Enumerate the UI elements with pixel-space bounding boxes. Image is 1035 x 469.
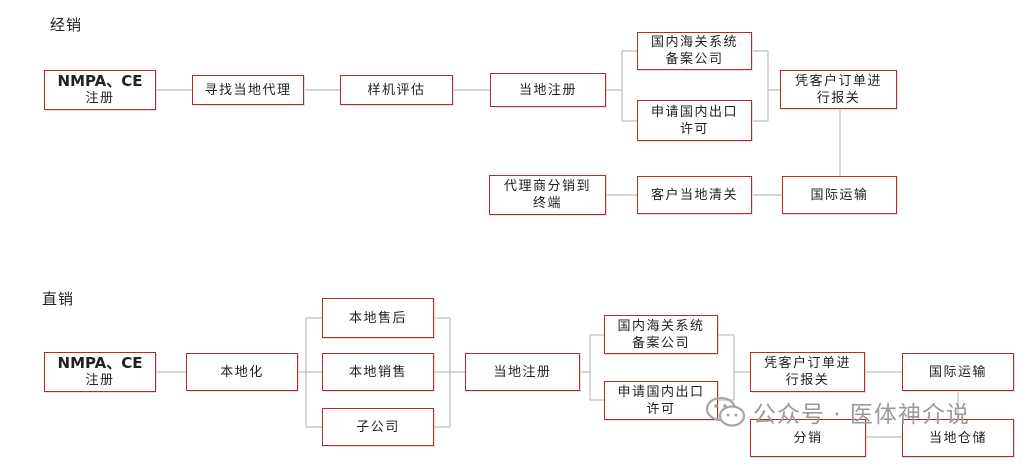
direct-local-reg-box: 当地注册 (465, 353, 580, 391)
direct-nmpa-line2: 注册 (85, 373, 115, 388)
find-agent-box: 寻找当地代理 (192, 75, 304, 105)
direct-intl-transport-label: 国际运输 (928, 364, 987, 380)
local-warehouse-label: 当地仓储 (928, 430, 987, 446)
direct-order-customs-box: 凭客户订单进 行报关 (750, 352, 865, 392)
distributor-local-reg-box: 当地注册 (490, 73, 606, 107)
distributor-nmpa-line2: 注册 (85, 91, 115, 106)
sample-eval-label: 样机评估 (367, 82, 426, 98)
distribution-box: 分销 (750, 419, 866, 457)
distributor-export-line1: 申请国内出口 (650, 104, 738, 120)
local-warehouse-box: 当地仓储 (902, 419, 1014, 457)
distributor-order-line2: 行报关 (816, 90, 861, 106)
distributor-intl-transport-box: 国际运输 (782, 176, 897, 214)
local-clearance-label: 客户当地清关 (650, 187, 738, 203)
direct-customs-box: 国内海关系统 备案公司 (604, 315, 718, 354)
direct-local-reg-label: 当地注册 (493, 364, 552, 380)
subsidiary-label: 子公司 (356, 419, 400, 435)
direct-customs-line2: 备案公司 (631, 335, 690, 351)
distributor-local-reg-label: 当地注册 (518, 82, 577, 98)
distributor-customs-box: 国内海关系统 备案公司 (637, 32, 752, 70)
direct-export-line2: 许可 (646, 401, 676, 417)
direct-customs-line1: 国内海关系统 (617, 318, 705, 334)
direct-order-line1: 凭客户订单进 (763, 356, 851, 371)
localize-label: 本地化 (220, 364, 264, 380)
direct-order-line2: 行报关 (785, 373, 830, 388)
distributor-customs-line2: 备案公司 (665, 52, 724, 67)
agent-line1: 代理商分销到 (503, 179, 591, 194)
section-label-direct: 直销 (42, 290, 75, 308)
distributor-export-line2: 许可 (679, 121, 709, 137)
find-agent-label: 寻找当地代理 (204, 82, 292, 98)
distributor-intl-transport-label: 国际运输 (810, 187, 869, 203)
local-after-sales-box: 本地售后 (322, 298, 434, 338)
localize-box: 本地化 (186, 353, 298, 391)
agent-distribution-box: 代理商分销到 终端 (489, 175, 606, 215)
local-after-sales-label: 本地售后 (348, 310, 407, 326)
watermark-text: 公众号 · 医体神介说 (753, 402, 970, 428)
distributor-order-customs-box: 凭客户订单进 行报关 (780, 70, 897, 109)
local-sales-label: 本地销售 (348, 364, 407, 380)
direct-nmpa-line1: NMPA、CE (57, 354, 143, 372)
agent-line2: 终端 (532, 196, 562, 211)
distributor-nmpa-line1: NMPA、CE (57, 72, 143, 90)
local-sales-box: 本地销售 (322, 353, 434, 391)
distributor-nmpa-ce-box: NMPA、CE 注册 (44, 70, 156, 110)
direct-export-line1: 申请国内出口 (617, 384, 705, 400)
distributor-order-line1: 凭客户订单进 (794, 73, 882, 89)
distribution-label: 分销 (793, 430, 823, 446)
sample-eval-box: 样机评估 (340, 75, 453, 105)
subsidiary-box: 子公司 (322, 408, 434, 446)
wechat-icon (705, 396, 746, 427)
distributor-export-box: 申请国内出口 许可 (637, 100, 752, 141)
watermark: 公众号 · 医体神介说 (705, 394, 970, 430)
direct-export-box: 申请国内出口 许可 (604, 381, 718, 420)
direct-nmpa-ce-box: NMPA、CE 注册 (44, 352, 156, 392)
section-label-distributor: 经销 (50, 16, 83, 34)
local-clearance-box: 客户当地清关 (637, 176, 752, 214)
direct-intl-transport-box: 国际运输 (902, 353, 1014, 391)
distributor-customs-line1: 国内海关系统 (650, 35, 738, 50)
